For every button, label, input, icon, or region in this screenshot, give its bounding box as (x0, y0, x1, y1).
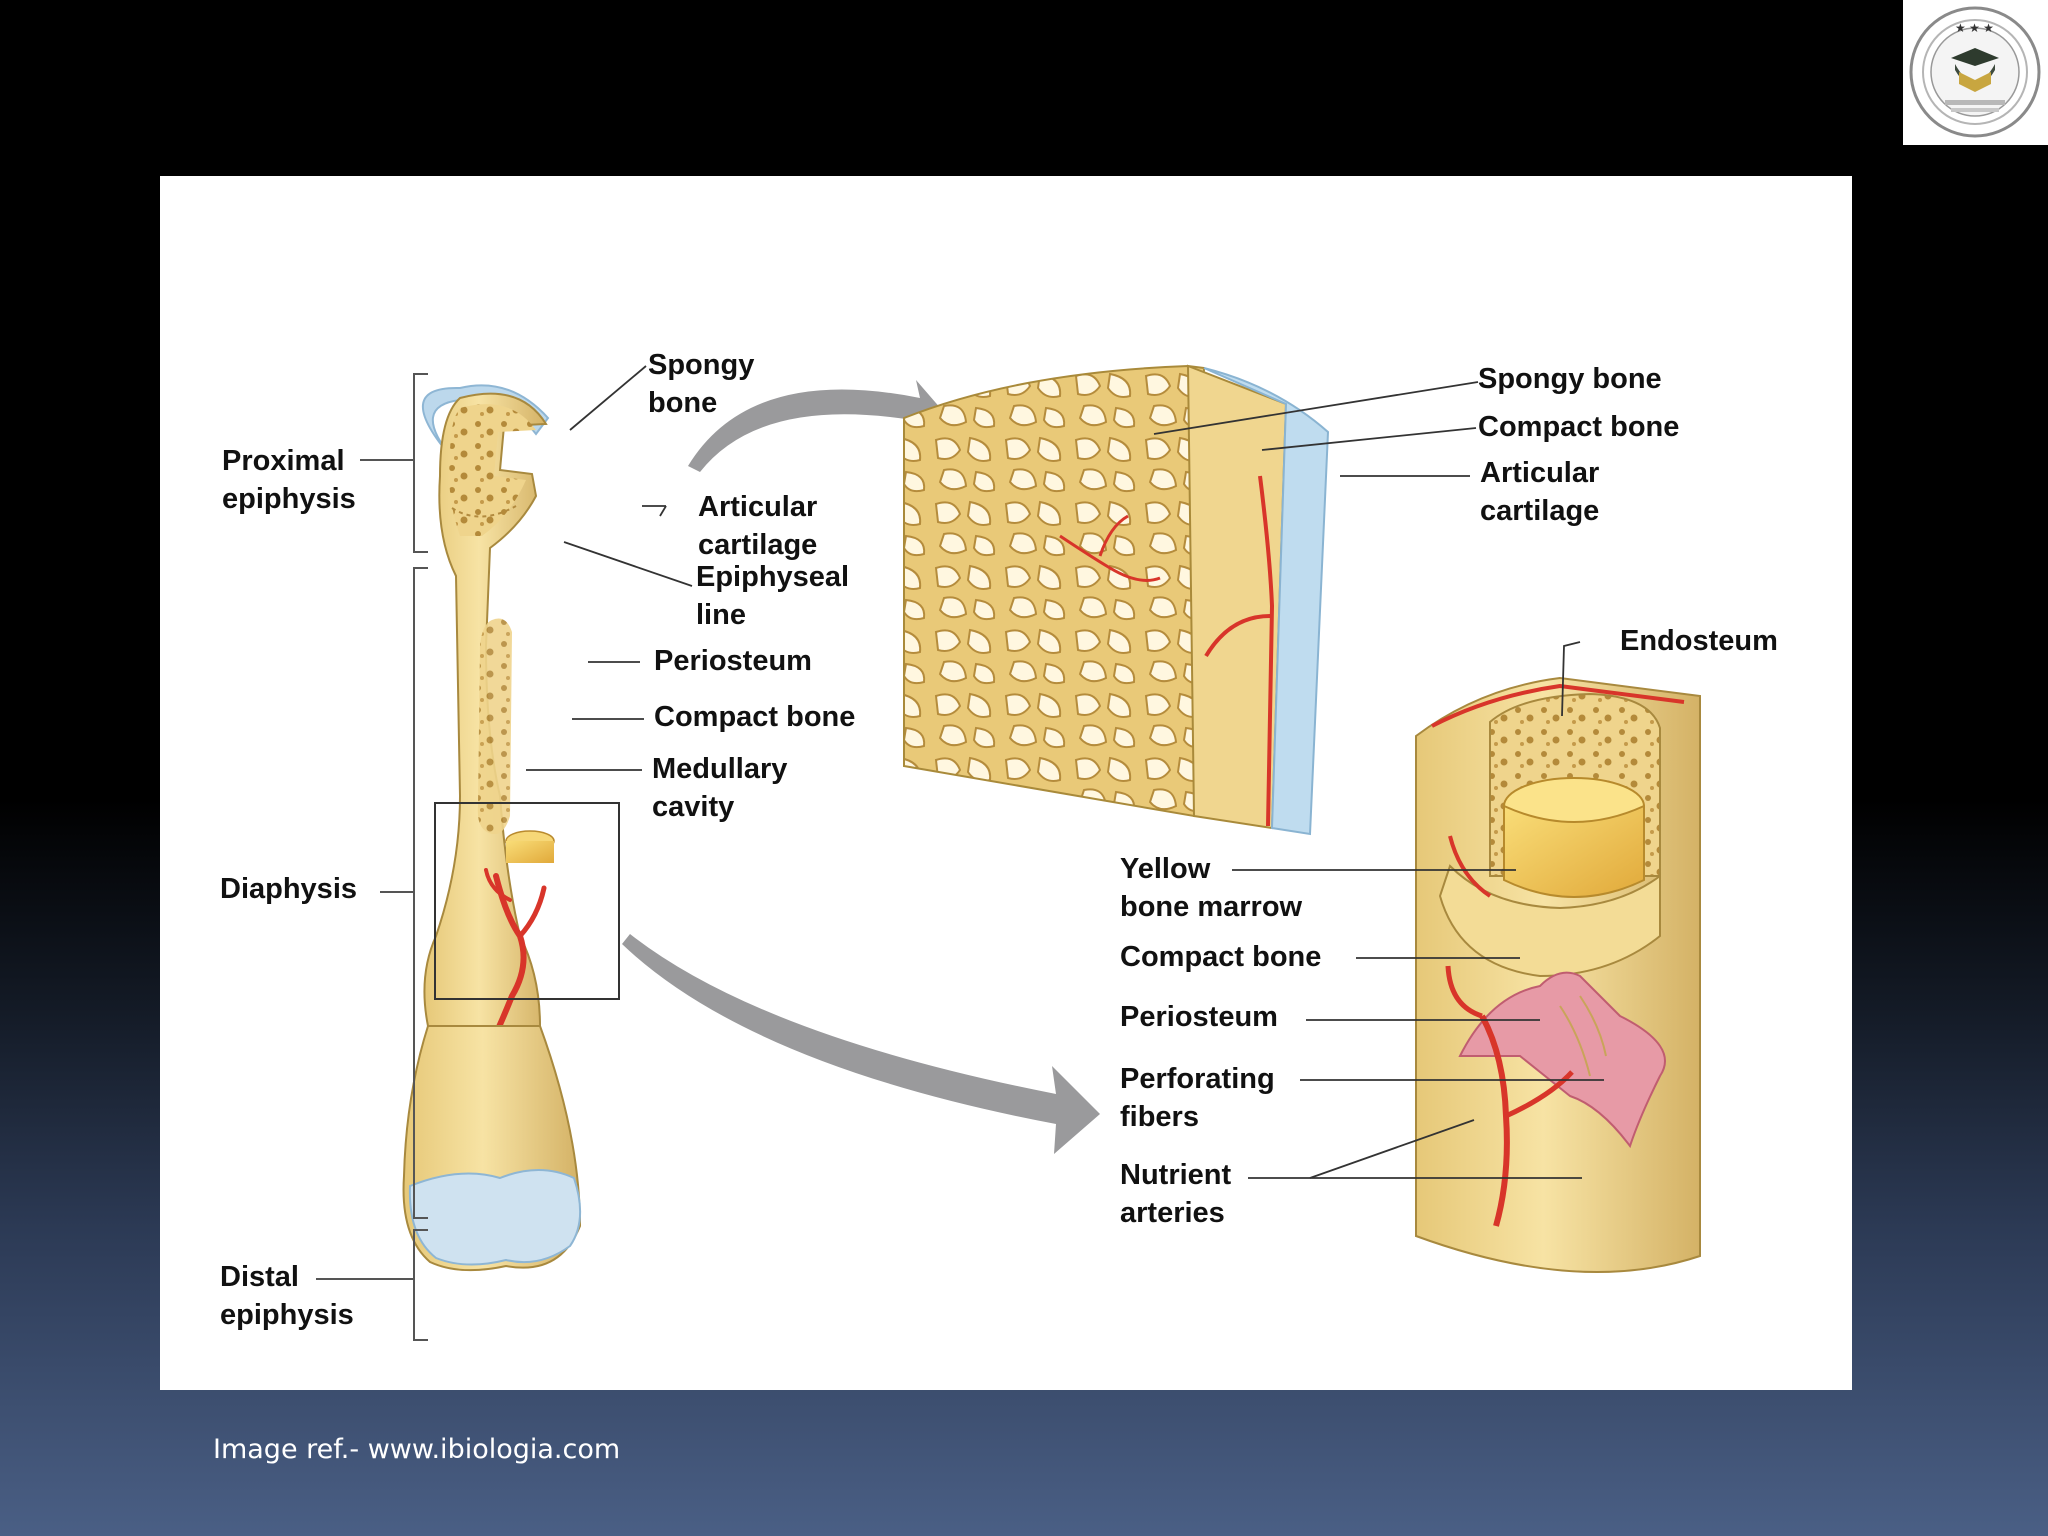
label-endosteum: Endosteum (1620, 625, 1778, 657)
humerus-bone (402, 384, 620, 1272)
label-spongy-bone: Spongy bone (648, 349, 755, 419)
institution-seal-icon: ★ ★ ★ (1909, 6, 2041, 138)
lower-inset-leader-lines (1232, 641, 1604, 1179)
label-epiphyseal-line: Epiphyseal line (696, 561, 850, 631)
label-distal-epiphysis: Distal epiphysis (220, 1261, 354, 1331)
label-shaft-periosteum: Periosteum (1120, 1001, 1278, 1033)
bone-diagram-panel: Proximal epiphysis Diaphysis Distal epip… (160, 176, 1852, 1390)
label-medullary-cavity: Medullary cavity (652, 753, 788, 823)
image-reference: Image ref.- www.ibiologia.com (213, 1434, 621, 1465)
label-nutrient-arteries: Nutrient arteries (1120, 1159, 1232, 1229)
upper-inset-leader-lines (1153, 381, 1479, 477)
label-compact-bone: Compact bone (654, 701, 856, 733)
label-articular-cartilage: Articular cartilage (698, 491, 818, 561)
label-perforating-fibers: Perforating fibers (1120, 1063, 1275, 1133)
zoom-arrows (622, 380, 1100, 1154)
label-inset-compact-bone: Compact bone (1478, 411, 1680, 443)
label-proximal-epiphysis: Proximal epiphysis (222, 445, 356, 515)
label-shaft-compact-bone: Compact bone (1120, 941, 1322, 973)
long-bone-illustration (316, 364, 1701, 1341)
label-inset-articular-cartilage: Articular cartilage (1480, 457, 1600, 527)
svg-text:★ ★ ★: ★ ★ ★ (1955, 21, 1994, 35)
label-inset-spongy-bone: Spongy bone (1478, 363, 1662, 395)
label-diaphysis: Diaphysis (220, 873, 357, 905)
label-yellow-bone-marrow: Yellow bone marrow (1120, 853, 1303, 923)
left-leader-lines (526, 365, 693, 771)
institution-logo: ★ ★ ★ (1903, 0, 2048, 145)
label-periosteum: Periosteum (654, 645, 812, 677)
region-brackets (316, 373, 428, 1341)
epiphysis-section-inset (903, 364, 1330, 836)
diaphysis-section-inset (1415, 676, 1701, 1273)
